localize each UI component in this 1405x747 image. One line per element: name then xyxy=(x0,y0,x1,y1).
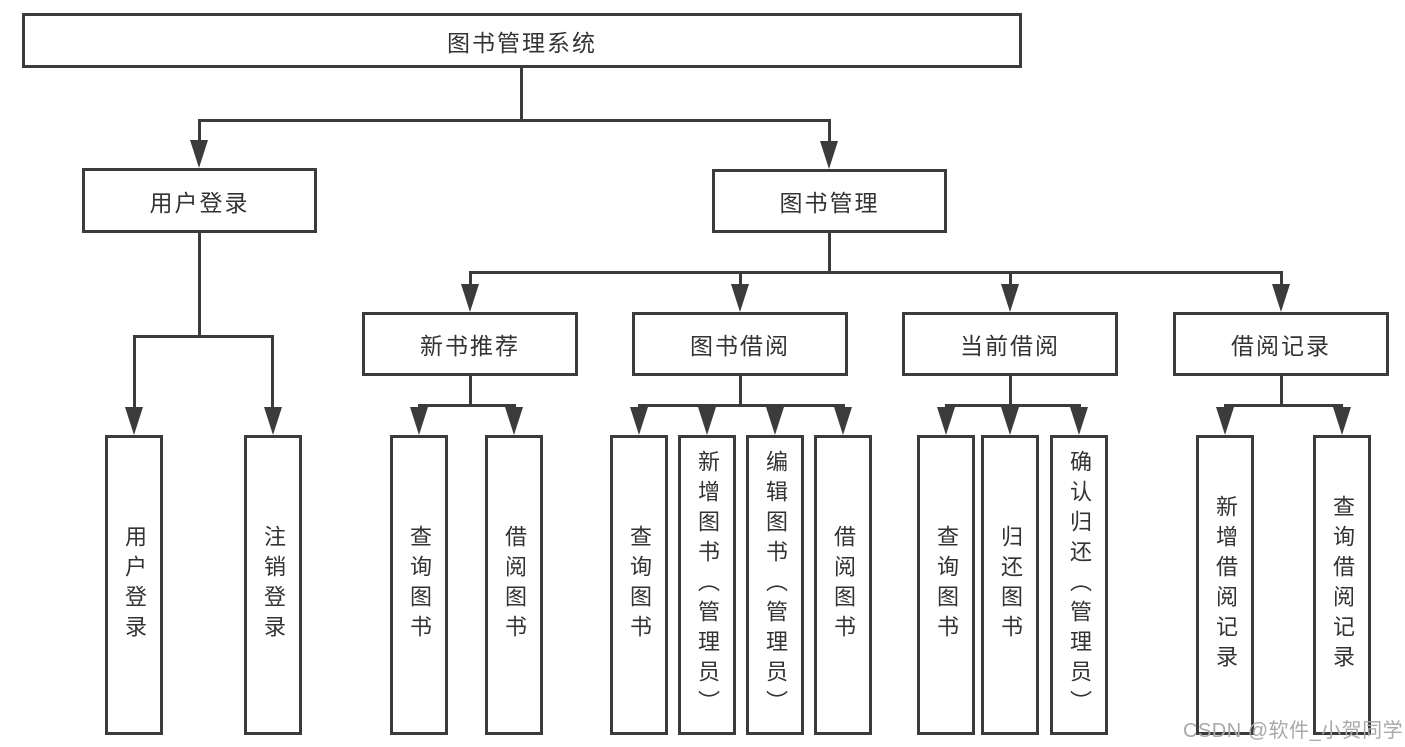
connector-line xyxy=(1280,271,1283,287)
connector-line xyxy=(469,376,472,406)
arrow-down-icon xyxy=(125,407,143,435)
arrow-down-icon xyxy=(731,284,749,312)
leaf-add-borrow-record: 新增借阅记录 xyxy=(1196,435,1254,735)
leaf-label: 编辑图书（管理员） xyxy=(763,450,788,720)
arrow-down-icon xyxy=(505,407,523,435)
node-book-management: 图书管理 xyxy=(712,169,947,233)
connector-line xyxy=(828,233,831,273)
leaf-label: 用户登录 xyxy=(122,525,147,645)
leaf-label: 确认归还（管理员） xyxy=(1067,450,1092,720)
connector-line xyxy=(828,119,831,143)
leaf-query-books-current: 查询图书 xyxy=(917,435,975,735)
leaf-label: 查询图书 xyxy=(934,525,959,645)
arrow-down-icon xyxy=(410,407,428,435)
connector-line xyxy=(739,376,742,406)
leaf-logout: 注销登录 xyxy=(244,435,302,735)
leaf-borrow-books-recommend: 借阅图书 xyxy=(485,435,543,735)
connector-line xyxy=(469,271,1281,274)
arrow-down-icon xyxy=(630,407,648,435)
leaf-query-borrow-record: 查询借阅记录 xyxy=(1313,435,1371,735)
connector-line xyxy=(418,404,516,407)
arrow-down-icon xyxy=(190,140,208,168)
node-user-login: 用户登录 xyxy=(82,168,317,233)
arrow-down-icon xyxy=(766,407,784,435)
leaf-label: 查询图书 xyxy=(627,525,652,645)
connector-line xyxy=(271,335,274,409)
connector-line xyxy=(945,404,1081,407)
arrow-down-icon xyxy=(937,407,955,435)
arrow-down-icon xyxy=(264,407,282,435)
node-current-borrow: 当前借阅 xyxy=(902,312,1118,376)
connector-line xyxy=(1280,376,1283,406)
leaf-label: 借阅图书 xyxy=(502,525,527,645)
leaf-add-books-admin: 新增图书（管理员） xyxy=(678,435,736,735)
leaf-edit-books-admin: 编辑图书（管理员） xyxy=(746,435,804,735)
arrow-down-icon xyxy=(1001,407,1019,435)
node-book-borrow: 图书借阅 xyxy=(632,312,848,376)
arrow-down-icon xyxy=(698,407,716,435)
leaf-label: 查询图书 xyxy=(407,525,432,645)
node-borrow-records: 借阅记录 xyxy=(1173,312,1389,376)
connector-line xyxy=(133,335,136,409)
leaf-borrow-books: 借阅图书 xyxy=(814,435,872,735)
arrow-down-icon xyxy=(1333,407,1351,435)
arrow-down-icon xyxy=(1272,284,1290,312)
connector-line xyxy=(1009,376,1012,406)
arrow-down-icon xyxy=(1001,284,1019,312)
leaf-label: 新增图书（管理员） xyxy=(695,450,720,720)
leaf-label: 新增借阅记录 xyxy=(1213,495,1238,675)
connector-line xyxy=(133,335,274,338)
leaf-user-login: 用户登录 xyxy=(105,435,163,735)
connector-line xyxy=(198,119,831,122)
csdn-watermark: CSDN @软件_小贺同学 xyxy=(1183,720,1404,742)
leaf-query-books-borrow: 查询图书 xyxy=(610,435,668,735)
connector-line xyxy=(638,404,845,407)
arrow-down-icon xyxy=(834,407,852,435)
leaf-label: 查询借阅记录 xyxy=(1330,495,1355,675)
leaf-query-books-recommend: 查询图书 xyxy=(390,435,448,735)
connector-line xyxy=(198,233,201,335)
connector-line xyxy=(739,271,742,287)
arrow-down-icon xyxy=(461,284,479,312)
leaf-label: 借阅图书 xyxy=(831,525,856,645)
leaf-label: 归还图书 xyxy=(998,525,1023,645)
leaf-return-books: 归还图书 xyxy=(981,435,1039,735)
connector-line xyxy=(198,119,201,143)
arrow-down-icon xyxy=(820,141,838,169)
connector-line xyxy=(1009,271,1012,287)
connector-line xyxy=(520,68,523,120)
arrow-down-icon xyxy=(1070,407,1088,435)
node-root: 图书管理系统 xyxy=(22,13,1022,68)
node-new-book-recommend: 新书推荐 xyxy=(362,312,578,376)
leaf-label: 注销登录 xyxy=(261,525,286,645)
arrow-down-icon xyxy=(1216,407,1234,435)
connector-line xyxy=(1224,404,1343,407)
connector-line xyxy=(469,271,472,287)
leaf-confirm-return-admin: 确认归还（管理员） xyxy=(1050,435,1108,735)
